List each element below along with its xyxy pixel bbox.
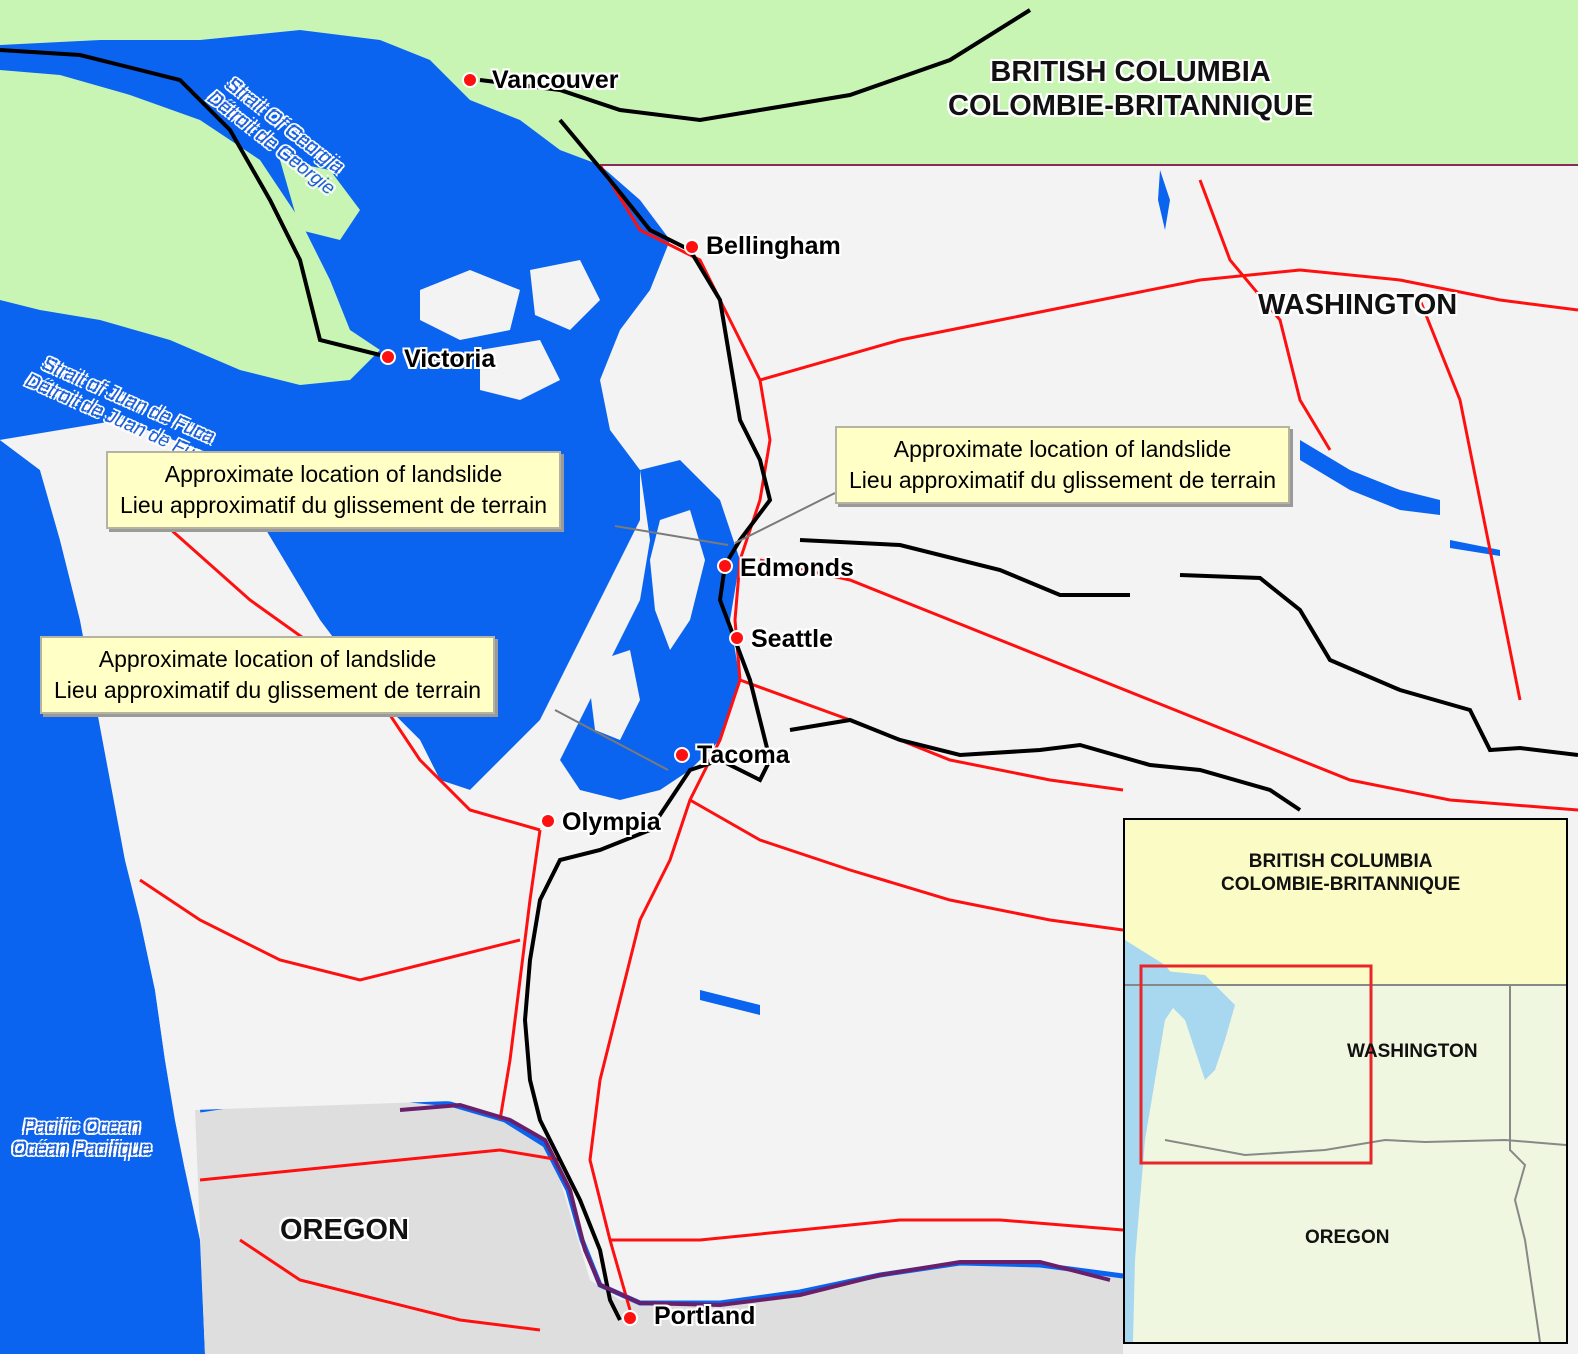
bc-label-line2: COLOMBIE-BRITANNIQUE xyxy=(948,90,1314,122)
vancouver-marker xyxy=(462,72,478,88)
callout-leader-2 xyxy=(734,492,836,544)
city-label-victoria: Victoria xyxy=(404,345,496,373)
road-oregon-west xyxy=(239,1238,541,1332)
inset-map-extent xyxy=(1139,964,1373,1165)
road-east xyxy=(1418,299,1522,701)
olympic-peninsula xyxy=(0,420,720,1170)
inset-label-british-columbia: BRITISH COLUMBIA COLOMBIE-BRITANNIQUE xyxy=(1221,850,1460,896)
lake-east-b xyxy=(1450,540,1500,556)
san-juan-island-b xyxy=(530,260,600,330)
road-i90 xyxy=(739,678,1124,792)
rail-bc-main xyxy=(479,8,1032,123)
rail-stampede-pass xyxy=(789,717,1302,812)
road-network xyxy=(139,164,1578,1332)
lake-south-a xyxy=(700,990,760,1015)
inset-bc-line1: BRITISH COLUMBIA xyxy=(1248,851,1433,872)
inset-label-washington: WASHINGTON xyxy=(1347,1041,1478,1062)
gulf-island-b xyxy=(280,160,360,240)
oregon-land xyxy=(195,1085,1123,1354)
british-columbia-mainland xyxy=(0,0,1578,165)
inset-puget-sound xyxy=(1155,970,1235,1080)
pacific-line1: Pacific Ocean xyxy=(23,1117,141,1138)
seattle-marker xyxy=(729,630,745,646)
city-label-seattle: Seattle xyxy=(751,625,833,653)
region-label-washington: WASHINGTON xyxy=(1258,289,1458,321)
inset-wa-or-border xyxy=(1164,1138,1566,1157)
callout-2-line1: Approximate location of landslide xyxy=(893,436,1232,462)
city-label-portland: Portland xyxy=(654,1302,756,1330)
city-label-vancouver: Vancouver xyxy=(492,66,619,94)
portland-marker xyxy=(622,1310,638,1326)
callout-3-line1: Approximate location of landslide xyxy=(98,646,437,672)
san-juan-island-a xyxy=(420,270,520,340)
whidbey-island xyxy=(650,510,705,650)
road-coast xyxy=(139,878,521,982)
inset-locator-map: BRITISH COLUMBIA COLOMBIE-BRITANNIQUE WA… xyxy=(1123,818,1568,1344)
tacoma-marker xyxy=(674,747,690,763)
railway-network xyxy=(0,8,1578,1321)
callout-leader-3 xyxy=(554,709,669,771)
region-label-oregon: OREGON xyxy=(280,1214,409,1246)
road-north-cascades xyxy=(759,268,1578,382)
callout-3-line2: Lieu approximatif du glissement de terra… xyxy=(54,677,482,703)
road-us2 xyxy=(759,558,1578,812)
lake-east-a xyxy=(1300,440,1440,515)
city-label-bellingham: Bellingham xyxy=(706,232,841,260)
victoria-marker xyxy=(380,349,396,365)
road-us12 xyxy=(689,798,1124,932)
pacific-line2: Océan Pacifique xyxy=(12,1139,152,1160)
callout-1-line2: Lieu approximatif du glissement de terra… xyxy=(120,492,548,518)
city-label-edmonds: Edmonds xyxy=(740,554,854,582)
callout-2-line2: Lieu approximatif du glissement de terra… xyxy=(849,467,1277,493)
road-us30 xyxy=(199,1148,561,1182)
kitsap-land xyxy=(590,650,640,740)
water-label-pacific-ocean: Pacific Ocean Océan Pacifique xyxy=(12,1117,151,1161)
edmonds-marker xyxy=(717,558,733,574)
region-label-british-columbia: BRITISH COLUMBIA COLOMBIE-BRITANNIQUE xyxy=(948,55,1313,123)
gulf-island-a xyxy=(180,140,280,220)
road-portland-east xyxy=(610,1218,1124,1242)
landslide-callout-1: Approximate location of landslide Lieu a… xyxy=(106,451,562,529)
vancouver-island xyxy=(0,70,380,385)
rail-columbia-gorge xyxy=(399,1102,1111,1308)
callout-leader-1 xyxy=(614,525,729,546)
road-us97 xyxy=(1198,179,1332,451)
rail-stevens-pass xyxy=(799,538,1130,597)
callout-1-line1: Approximate location of landslide xyxy=(164,461,503,487)
san-juan-island-c xyxy=(480,340,560,400)
inset-bc-line2: COLOMBIE-BRITANNIQUE xyxy=(1221,874,1461,895)
inset-map-base xyxy=(1125,820,1566,1342)
city-label-olympia: Olympia xyxy=(562,808,661,836)
rail-east xyxy=(1179,573,1578,757)
city-markers xyxy=(380,72,745,1326)
landslide-callout-2: Approximate location of landslide Lieu a… xyxy=(835,426,1291,504)
bellingham-marker xyxy=(684,239,700,255)
rail-vancouver-island xyxy=(0,48,381,357)
landslide-callout-3: Approximate location of landslide Lieu a… xyxy=(40,636,496,714)
inset-label-oregon: OREGON xyxy=(1305,1227,1390,1248)
olympia-marker xyxy=(540,813,556,829)
inset-idaho-border xyxy=(1509,985,1541,1342)
rail-south xyxy=(522,828,651,1321)
river-north xyxy=(1158,170,1170,230)
city-label-tacoma: Tacoma xyxy=(697,741,790,769)
road-us101-south xyxy=(498,829,542,1121)
inset-canada-land xyxy=(1125,820,1566,985)
bc-label-line1: BRITISH COLUMBIA xyxy=(990,56,1271,88)
